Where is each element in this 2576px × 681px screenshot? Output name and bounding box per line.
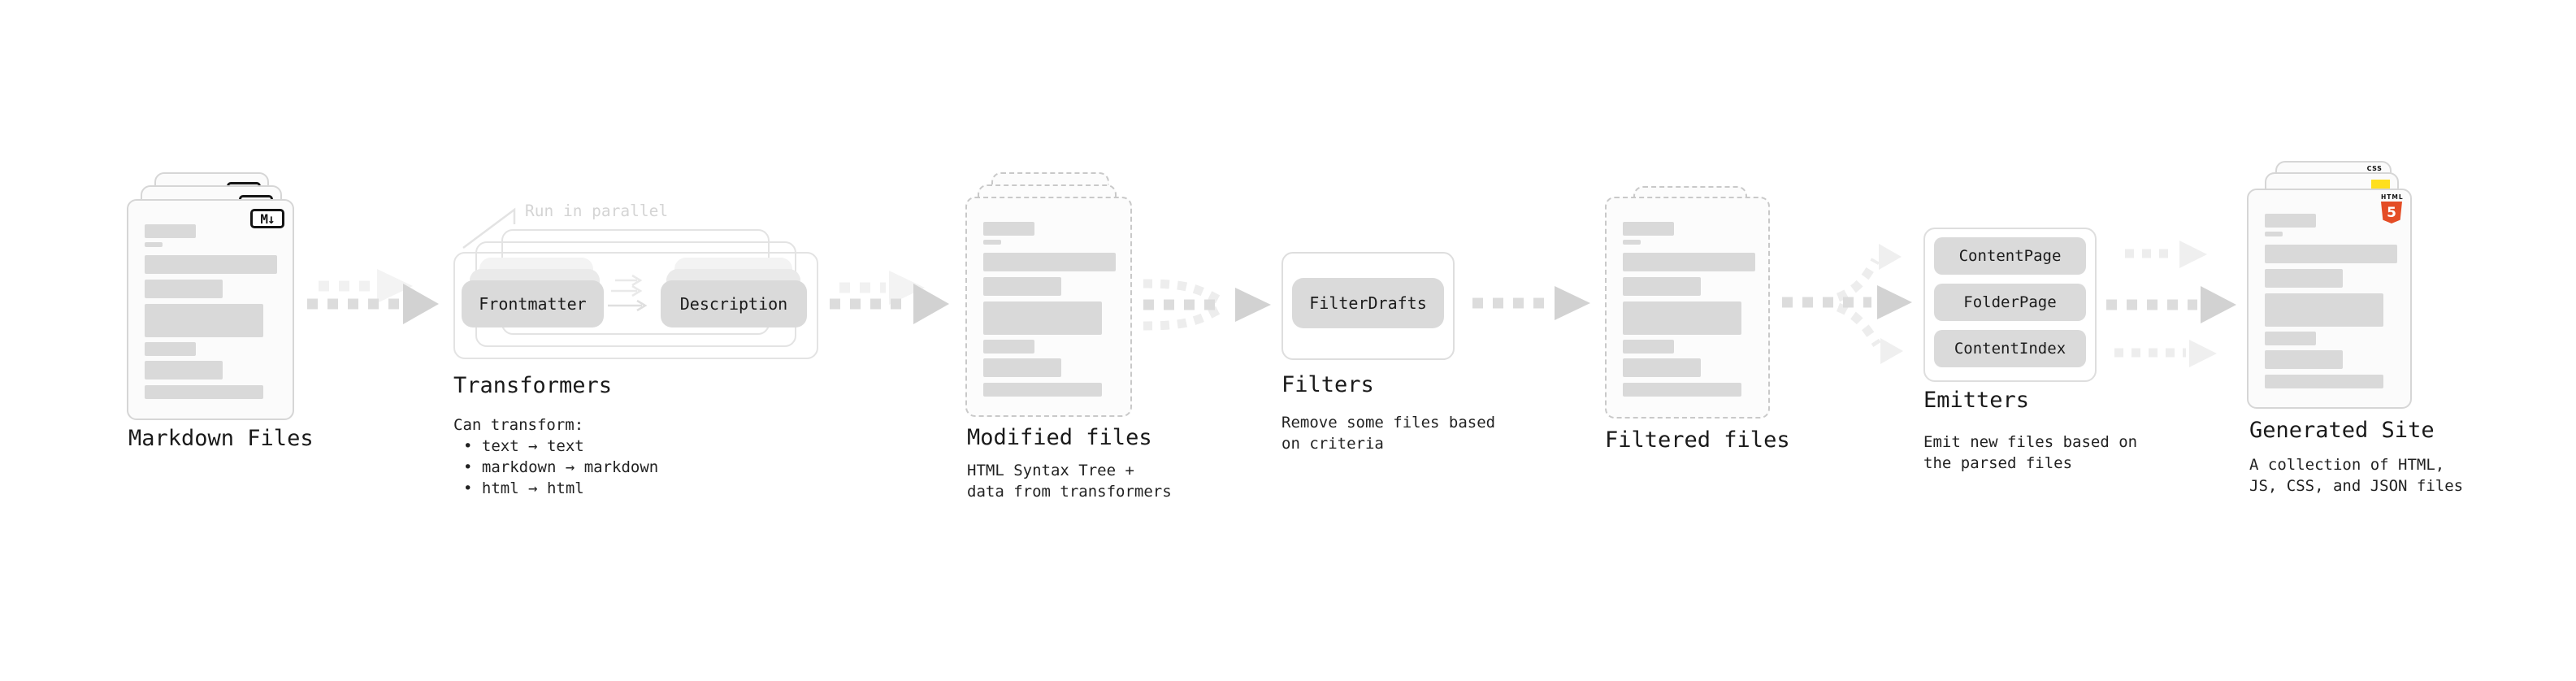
filters-box [1281, 252, 1455, 360]
transformers-label: Transformers [453, 373, 613, 398]
pill-contentindex: ContentIndex [1934, 330, 2086, 367]
arrow-modified-to-filters [1143, 279, 1271, 331]
transformers-bullet: • html → html [463, 479, 584, 497]
text-placeholder-bar [2265, 332, 2316, 345]
text-placeholder-bar [2265, 232, 2283, 236]
file-content-placeholder [1623, 222, 1755, 397]
markdown-icon: M↓ [250, 209, 284, 228]
file-content-placeholder [2265, 214, 2397, 388]
arrow-filters-to-filtered [1472, 286, 1590, 320]
generated-site-label: Generated Site [2249, 418, 2435, 443]
filters-desc: Remove some files based [1281, 414, 1496, 432]
text-placeholder-bar [145, 304, 263, 337]
emitters-box [1923, 228, 2097, 382]
markdown-file-card-front: M↓ [127, 199, 294, 420]
text-placeholder-bar [1623, 340, 1674, 354]
text-placeholder-bar [983, 383, 1102, 397]
text-placeholder-bar [2265, 375, 2383, 388]
markdown-files-label: Markdown Files [128, 426, 314, 451]
javascript-icon [2371, 180, 2390, 190]
transformers-desc-title: Can transform: [453, 416, 584, 434]
text-placeholder-bar [2265, 269, 2343, 288]
text-placeholder-bar [983, 301, 1102, 335]
file-content-placeholder [145, 224, 277, 399]
pill-filterdrafts: FilterDrafts [1292, 278, 1444, 328]
text-placeholder-bar [145, 361, 223, 380]
pill-contentpage: ContentPage [1934, 237, 2086, 275]
modified-files-label: Modified files [967, 425, 1152, 450]
text-placeholder-bar [2265, 214, 2316, 228]
text-placeholder-bar [983, 253, 1116, 271]
modified-file-card-front [965, 197, 1132, 417]
emitters-desc: Emit new files based on [1923, 433, 2138, 451]
arrow-emitters-to-generated [2106, 241, 2236, 367]
text-placeholder-bar [145, 385, 263, 399]
text-placeholder-bar [1623, 277, 1701, 296]
arrow-markdown-to-transformers-ghost [319, 269, 413, 303]
arrow-filtered-to-emitters [1782, 244, 1912, 364]
text-placeholder-bar [2265, 245, 2397, 263]
generated-site-desc: A collection of HTML, [2249, 456, 2445, 474]
text-placeholder-bar [983, 222, 1034, 236]
html5-icon: HTML 5 [2381, 193, 2403, 223]
text-placeholder-bar [1623, 222, 1674, 236]
text-placeholder-bar [983, 277, 1061, 296]
text-placeholder-bar [983, 340, 1034, 354]
transformers-bullet: • text → text [463, 437, 584, 455]
parallel-box-front [453, 252, 818, 359]
pill-description: Description [661, 280, 807, 327]
pill-frontmatter: Frontmatter [462, 280, 604, 327]
emitters-label: Emitters [1923, 388, 2030, 413]
generated-site-desc: JS, CSS, and JSON files [2249, 477, 2464, 495]
file-content-placeholder [983, 222, 1116, 397]
text-placeholder-bar [145, 224, 196, 238]
modified-files-desc: HTML Syntax Tree + [967, 462, 1134, 479]
filtered-files-label: Filtered files [1605, 427, 1790, 453]
emitters-desc: the parsed files [1923, 454, 2073, 472]
text-placeholder-bar [145, 342, 196, 356]
text-placeholder-bar [983, 358, 1061, 377]
pill-folderpage: FolderPage [1934, 284, 2086, 321]
text-placeholder-bar [145, 280, 223, 298]
arrow-transformers-to-modified [830, 284, 949, 324]
text-placeholder-bar [1623, 253, 1755, 271]
arrow-markdown-to-transformers [307, 284, 439, 324]
filters-label: Filters [1281, 372, 1374, 397]
run-in-parallel-note: Run in parallel [525, 202, 669, 220]
arrow-transformers-to-modified-ghost [839, 271, 925, 305]
text-placeholder-bar [1623, 240, 1641, 245]
transformers-bullet: • markdown → markdown [463, 458, 659, 476]
filtered-file-card-front [1605, 197, 1770, 419]
text-placeholder-bar [1623, 383, 1741, 397]
filters-desc: on criteria [1281, 435, 1384, 453]
text-placeholder-bar [2265, 350, 2343, 369]
text-placeholder-bar [983, 240, 1001, 245]
modified-files-desc: data from transformers [967, 483, 1172, 501]
text-placeholder-bar [145, 242, 163, 247]
text-placeholder-bar [1623, 358, 1701, 377]
text-placeholder-bar [145, 255, 277, 274]
text-placeholder-bar [2265, 293, 2383, 327]
text-placeholder-bar [1623, 301, 1741, 335]
generated-file-card-html: HTML 5 [2247, 189, 2412, 409]
